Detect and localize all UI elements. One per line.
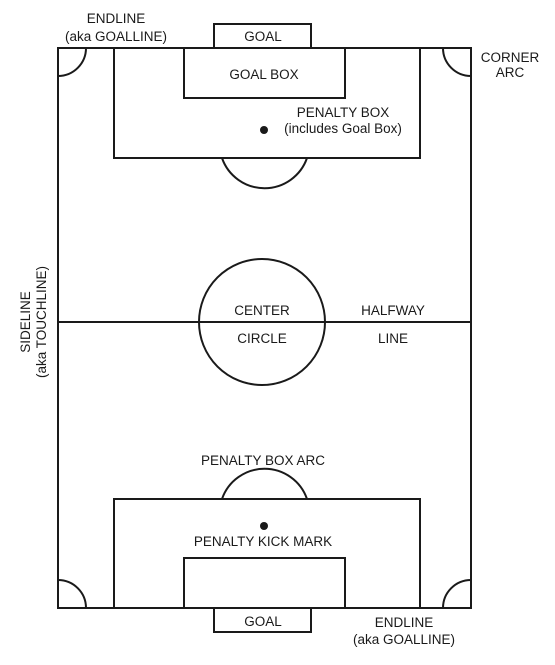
label-endline-bottom: ENDLINE bbox=[375, 615, 434, 630]
label-penalty-kick-mark: PENALTY KICK MARK bbox=[194, 534, 332, 549]
label-center: CENTER bbox=[234, 303, 290, 318]
penalty-box-arc-bottom bbox=[221, 467, 308, 500]
label-endline-top: ENDLINE bbox=[87, 11, 146, 26]
corner-arc-top-right bbox=[442, 47, 472, 77]
penalty-box-arc-top bbox=[221, 157, 308, 190]
penalty-kick-mark-bottom bbox=[260, 522, 268, 530]
label-penalty-box: PENALTY BOX bbox=[297, 105, 390, 120]
label-endline-top-aka: (aka GOALLINE) bbox=[65, 29, 167, 44]
corner-arc-top-left bbox=[57, 47, 87, 77]
label-corner-arc: CORNER bbox=[481, 50, 540, 65]
label-goal-box: GOAL BOX bbox=[229, 67, 298, 82]
label-penalty-box-arc: PENALTY BOX ARC bbox=[201, 453, 325, 468]
label-penalty-box-note: (includes Goal Box) bbox=[284, 121, 402, 136]
label-halfway-line: LINE bbox=[378, 331, 408, 346]
corner-arc-bottom-right bbox=[442, 579, 472, 609]
label-sideline-aka: (aka TOUCHLINE) bbox=[34, 266, 49, 378]
goal-box-bottom bbox=[183, 557, 346, 609]
label-endline-bottom-aka: (aka GOALLINE) bbox=[353, 632, 455, 647]
label-corner-arc-2: ARC bbox=[496, 65, 525, 80]
corner-arc-bottom-left bbox=[57, 579, 87, 609]
label-halfway: HALFWAY bbox=[361, 303, 425, 318]
penalty-kick-mark-top bbox=[260, 126, 268, 134]
center-circle bbox=[198, 258, 326, 386]
label-goal-bottom: GOAL bbox=[244, 614, 282, 629]
penalty-box-bottom bbox=[113, 498, 421, 609]
penalty-box-top bbox=[113, 47, 421, 159]
label-goal-top: GOAL bbox=[244, 29, 282, 44]
goal-box-top bbox=[183, 47, 346, 99]
label-sideline: SIDELINE bbox=[18, 291, 33, 353]
label-circle: CIRCLE bbox=[237, 331, 287, 346]
